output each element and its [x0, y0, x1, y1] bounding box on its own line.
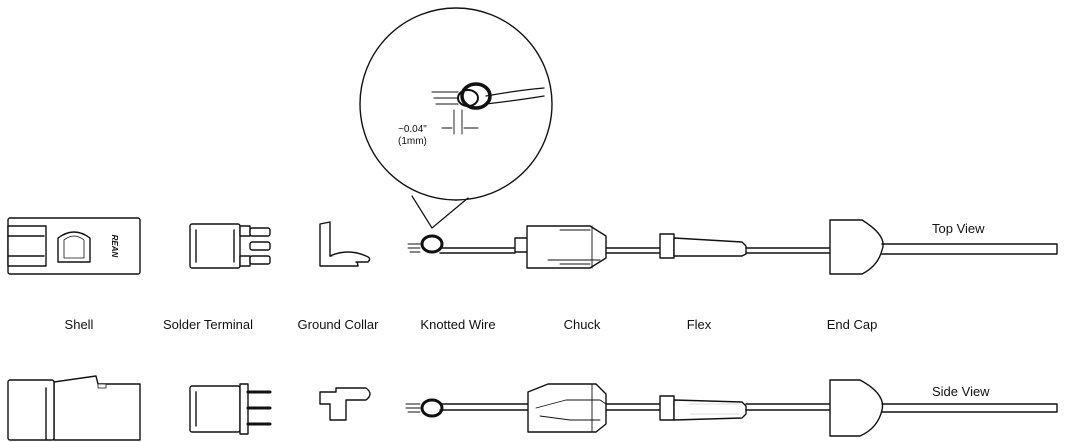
- label-flex: Flex: [686, 317, 712, 332]
- label-solder-terminal: Solder Terminal: [162, 317, 254, 332]
- knotted-wire-side-view: [405, 398, 529, 418]
- label-chuck: Chuck: [563, 317, 601, 332]
- knot-dimension: ~0.04" (1mm): [398, 124, 427, 148]
- chuck-top-view: [514, 225, 661, 269]
- knot-detail-callout: [359, 7, 553, 229]
- label-knotted-wire: Knotted Wire: [420, 317, 496, 332]
- dimension-millimeters: (1mm): [398, 136, 427, 147]
- ground-collar-side-view: [319, 387, 371, 421]
- label-end-cap: End Cap: [826, 317, 878, 332]
- shell-side-view: [7, 375, 141, 441]
- shell-logo: REAN: [110, 235, 119, 258]
- label-ground-collar: Ground Collar: [297, 317, 379, 332]
- solder-terminal-side-view: [189, 383, 272, 435]
- label-shell: Shell: [64, 317, 94, 332]
- dimension-inches: ~0.04": [398, 124, 427, 135]
- knotted-wire-top-view: [407, 234, 516, 254]
- label-top-view: Top View: [932, 221, 985, 236]
- flex-side-view: [659, 395, 831, 421]
- label-side-view: Side View: [932, 384, 990, 399]
- flex-top-view: [659, 233, 831, 259]
- chuck-side-view: [527, 383, 661, 433]
- solder-terminal-top-view: [189, 223, 271, 269]
- ground-collar-top-view: [319, 221, 371, 267]
- end-cap-top-view: [829, 219, 1058, 275]
- end-cap-side-view: [829, 379, 1058, 437]
- shell-top-view: REAN: [7, 217, 141, 275]
